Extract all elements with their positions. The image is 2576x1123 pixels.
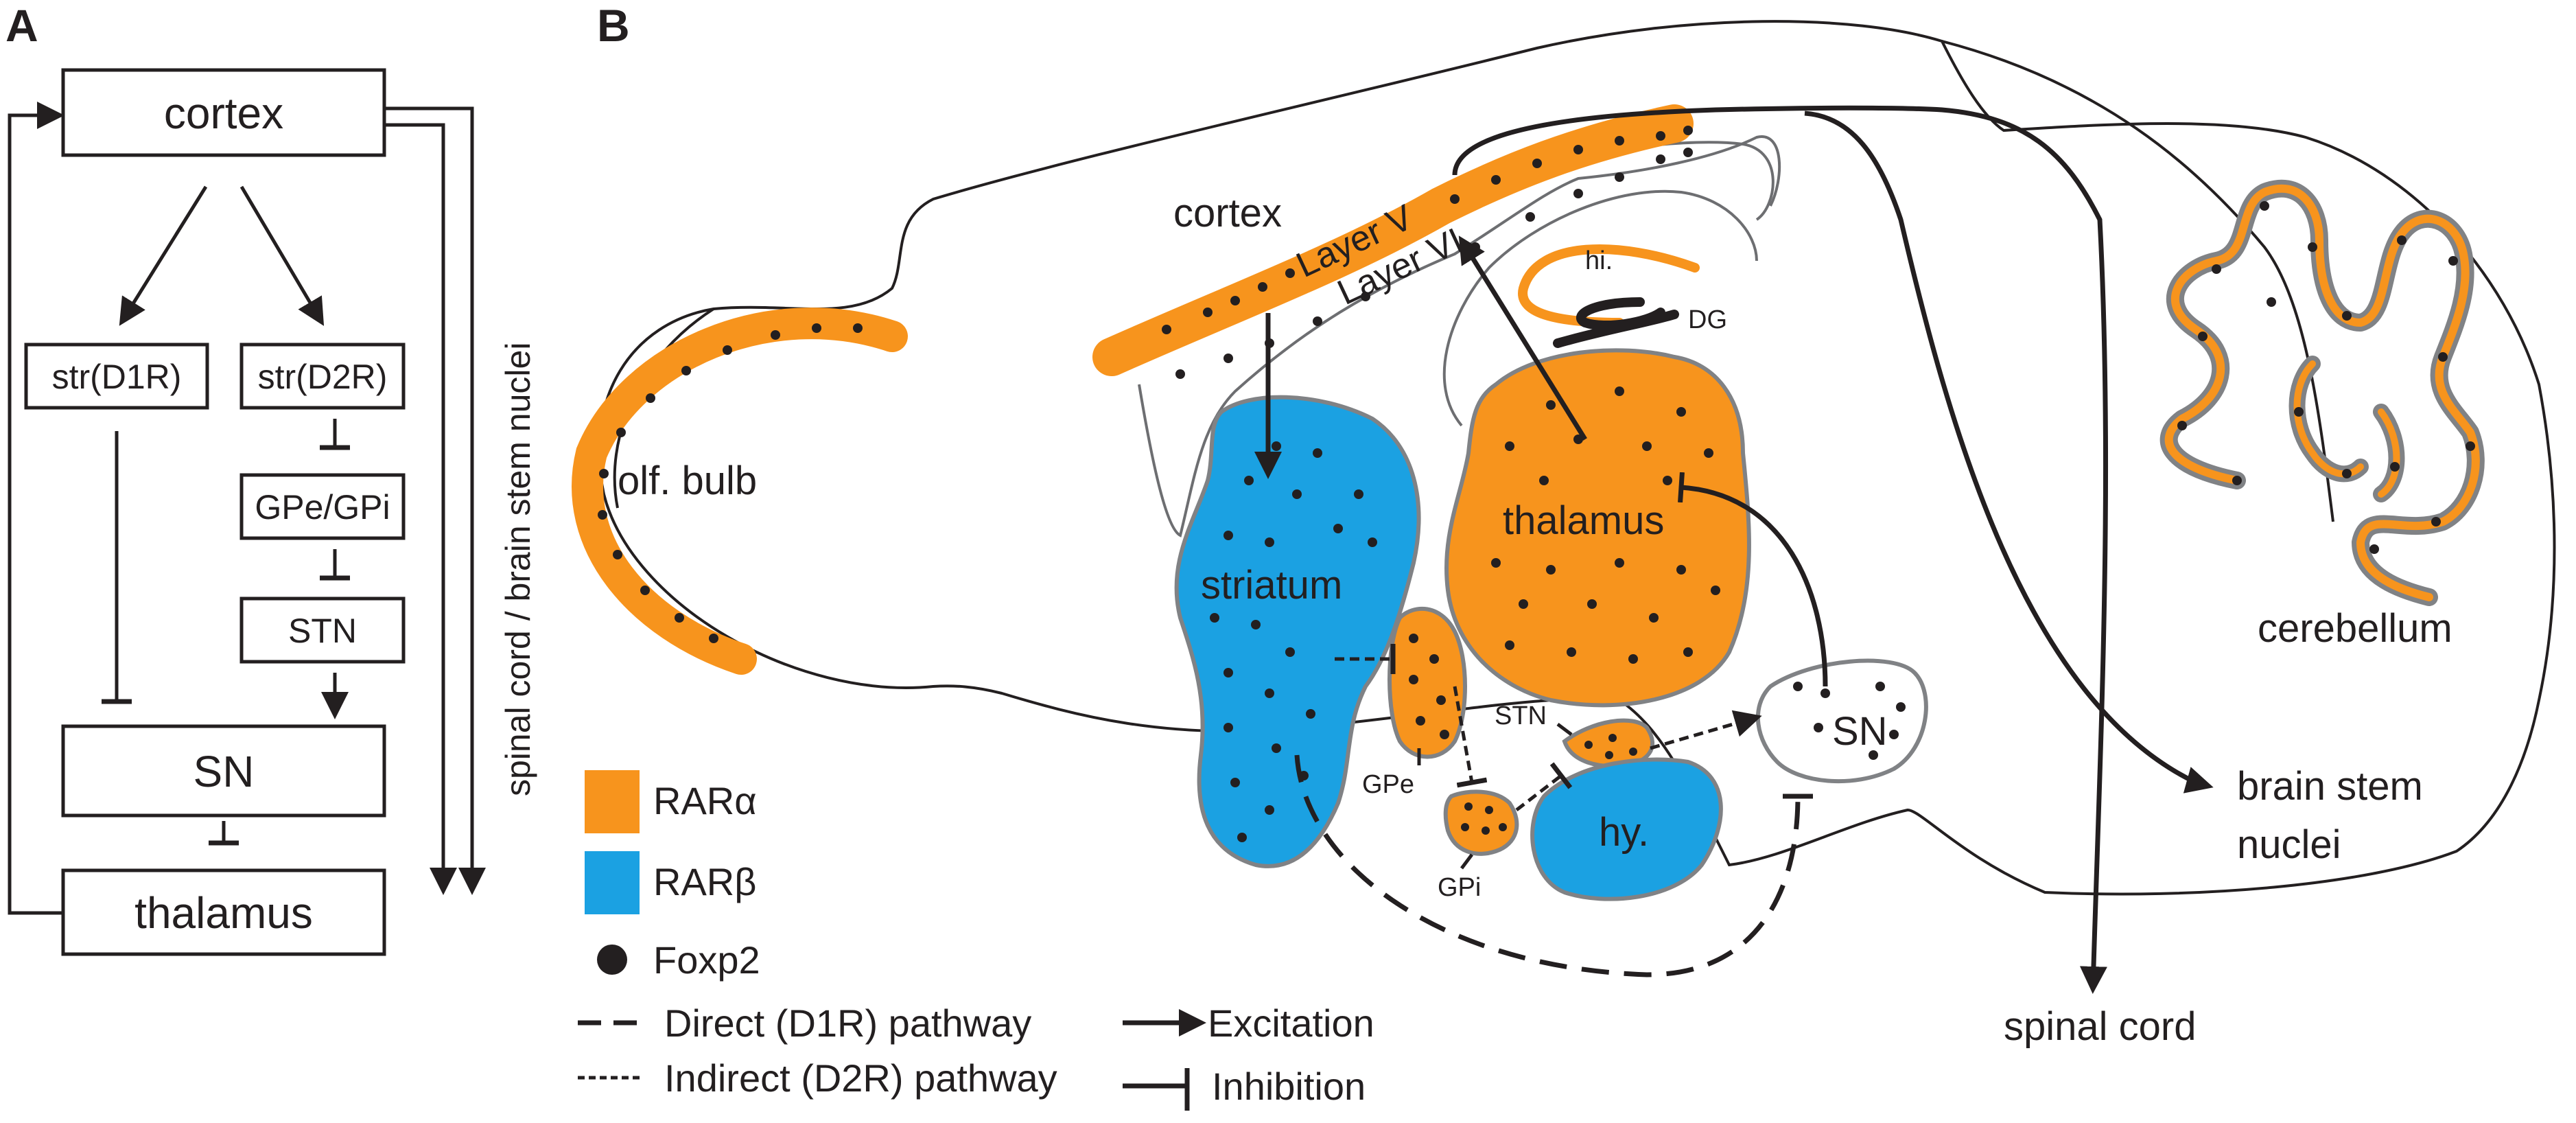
thalamus-to-cortex-arrow [1458,235,1587,441]
cerebellum-dots [2177,201,2475,554]
box-cortex-label: cortex [164,89,283,138]
stn-dots [1584,734,1637,759]
thalamus-label: thalamus [1503,498,1664,543]
brain-stem-label-line1: brain stem [2237,764,2423,809]
hy-region [1530,757,1723,901]
thalamus-dots [1491,386,1720,664]
legend-foxp2-dot [597,945,627,975]
cerebellum-label: cerebellum [2258,606,2452,651]
olf-bulb-label: olf. bulb [618,459,757,503]
dg-label: DG [1688,305,1727,334]
thalamus-region [1444,348,1751,708]
cerebellum-border [1941,40,2334,522]
arrow-cortex-to-d1r [119,185,208,326]
cortex-label: cortex [1173,191,1282,235]
gpe-region [1387,607,1467,759]
legend-foxp2-label: Foxp2 [653,938,760,982]
cortex-to-spinal-cord-arrow [1452,105,2109,994]
spinal-cord-brain-stem-label: spinal cord / brain stem nuclei [499,343,537,796]
gpi-to-stn-indirect [1515,762,1573,811]
legend-rar-alpha-label: RARα [653,779,757,822]
box-str-d2r: str(D2R) [239,343,406,410]
box-thalamus-label: thalamus [134,888,313,938]
striatum-dots [1210,441,1377,842]
cerebellum-folia [2159,179,2485,606]
box-str-d2r-label: str(D2R) [258,358,388,396]
panel-b-label: B [597,0,630,51]
panel-b: B olf. bulb [572,0,2556,1049]
legend-rar-beta-swatch [585,851,640,914]
spinal-cord-label: spinal cord [2004,1004,2196,1049]
hippocampus-contour [1442,189,1758,427]
hippocampus-band [1518,244,1700,327]
box-stn-label: STN [288,612,357,650]
box-str-d1r: str(D1R) [24,343,209,410]
gpi-region [1443,789,1519,856]
olf-bulb-band [572,308,908,675]
arrow-cortex-to-d2r [239,185,325,326]
legend-inhibition-label: Inhibition [1212,1065,1366,1108]
gpi-pointer [1460,853,1473,870]
stn-region [1562,718,1655,769]
sn-label: SN [1832,709,1888,754]
panel-a: A cortex str(D1R) str(D2R) GPe/GPi STN S… [5,0,537,956]
arrow-cortex-output-inner [384,123,457,895]
panel-a-label: A [5,0,38,51]
sn-dots [1793,682,1906,760]
box-str-d1r-label: str(D1R) [52,358,182,396]
direct-pathway-striatum-to-sn [1294,754,1814,977]
legend-direct-label: Direct (D1R) pathway [664,1002,1031,1045]
arrow-cortex-output-outer [384,106,486,895]
gpe-label: GPe [1362,770,1414,799]
stn-to-sn-indirect [1650,710,1762,750]
gpe-to-gpi-indirect [1453,686,1488,788]
striatum-label: striatum [1201,563,1342,607]
box-sn-label: SN [194,747,255,796]
legend-rar-beta-label: RARβ [653,860,756,903]
gpi-dots [1461,802,1507,835]
sn-to-thalamus-inhibition [1678,472,1828,687]
box-thalamus: thalamus [61,868,386,956]
legend-excitation-label: Excitation [1208,1002,1374,1045]
box-sn: SN [61,724,386,818]
gpi-label: GPi [1438,873,1481,902]
hi-label: hi. [1585,246,1613,275]
stn-pointer [1556,723,1573,736]
box-stn: STN [239,597,406,664]
legend: RARα RARβ Foxp2 Direct (D1R) pathway Ind… [578,770,1374,1111]
box-cortex: cortex [61,68,386,157]
arrow-thalamus-to-cortex [8,102,65,915]
cortex-to-brain-stem-arrow [1804,111,2214,794]
box-gpe-gpi-label: GPe/GPi [255,488,390,526]
legend-rar-alpha-swatch [585,770,640,833]
box-gpe-gpi: GPe/GPi [239,473,406,540]
brain-stem-label-line2: nuclei [2237,822,2341,867]
sn-region [1755,658,1928,784]
gpe-dots [1409,634,1449,739]
dg-band [1553,297,1679,348]
stn-label: STN [1495,702,1547,730]
olf-bulb-dots [598,323,863,643]
striatum-region [1174,395,1421,868]
hy-label: hy. [1599,810,1649,855]
legend-indirect-label: Indirect (D2R) pathway [664,1056,1057,1100]
